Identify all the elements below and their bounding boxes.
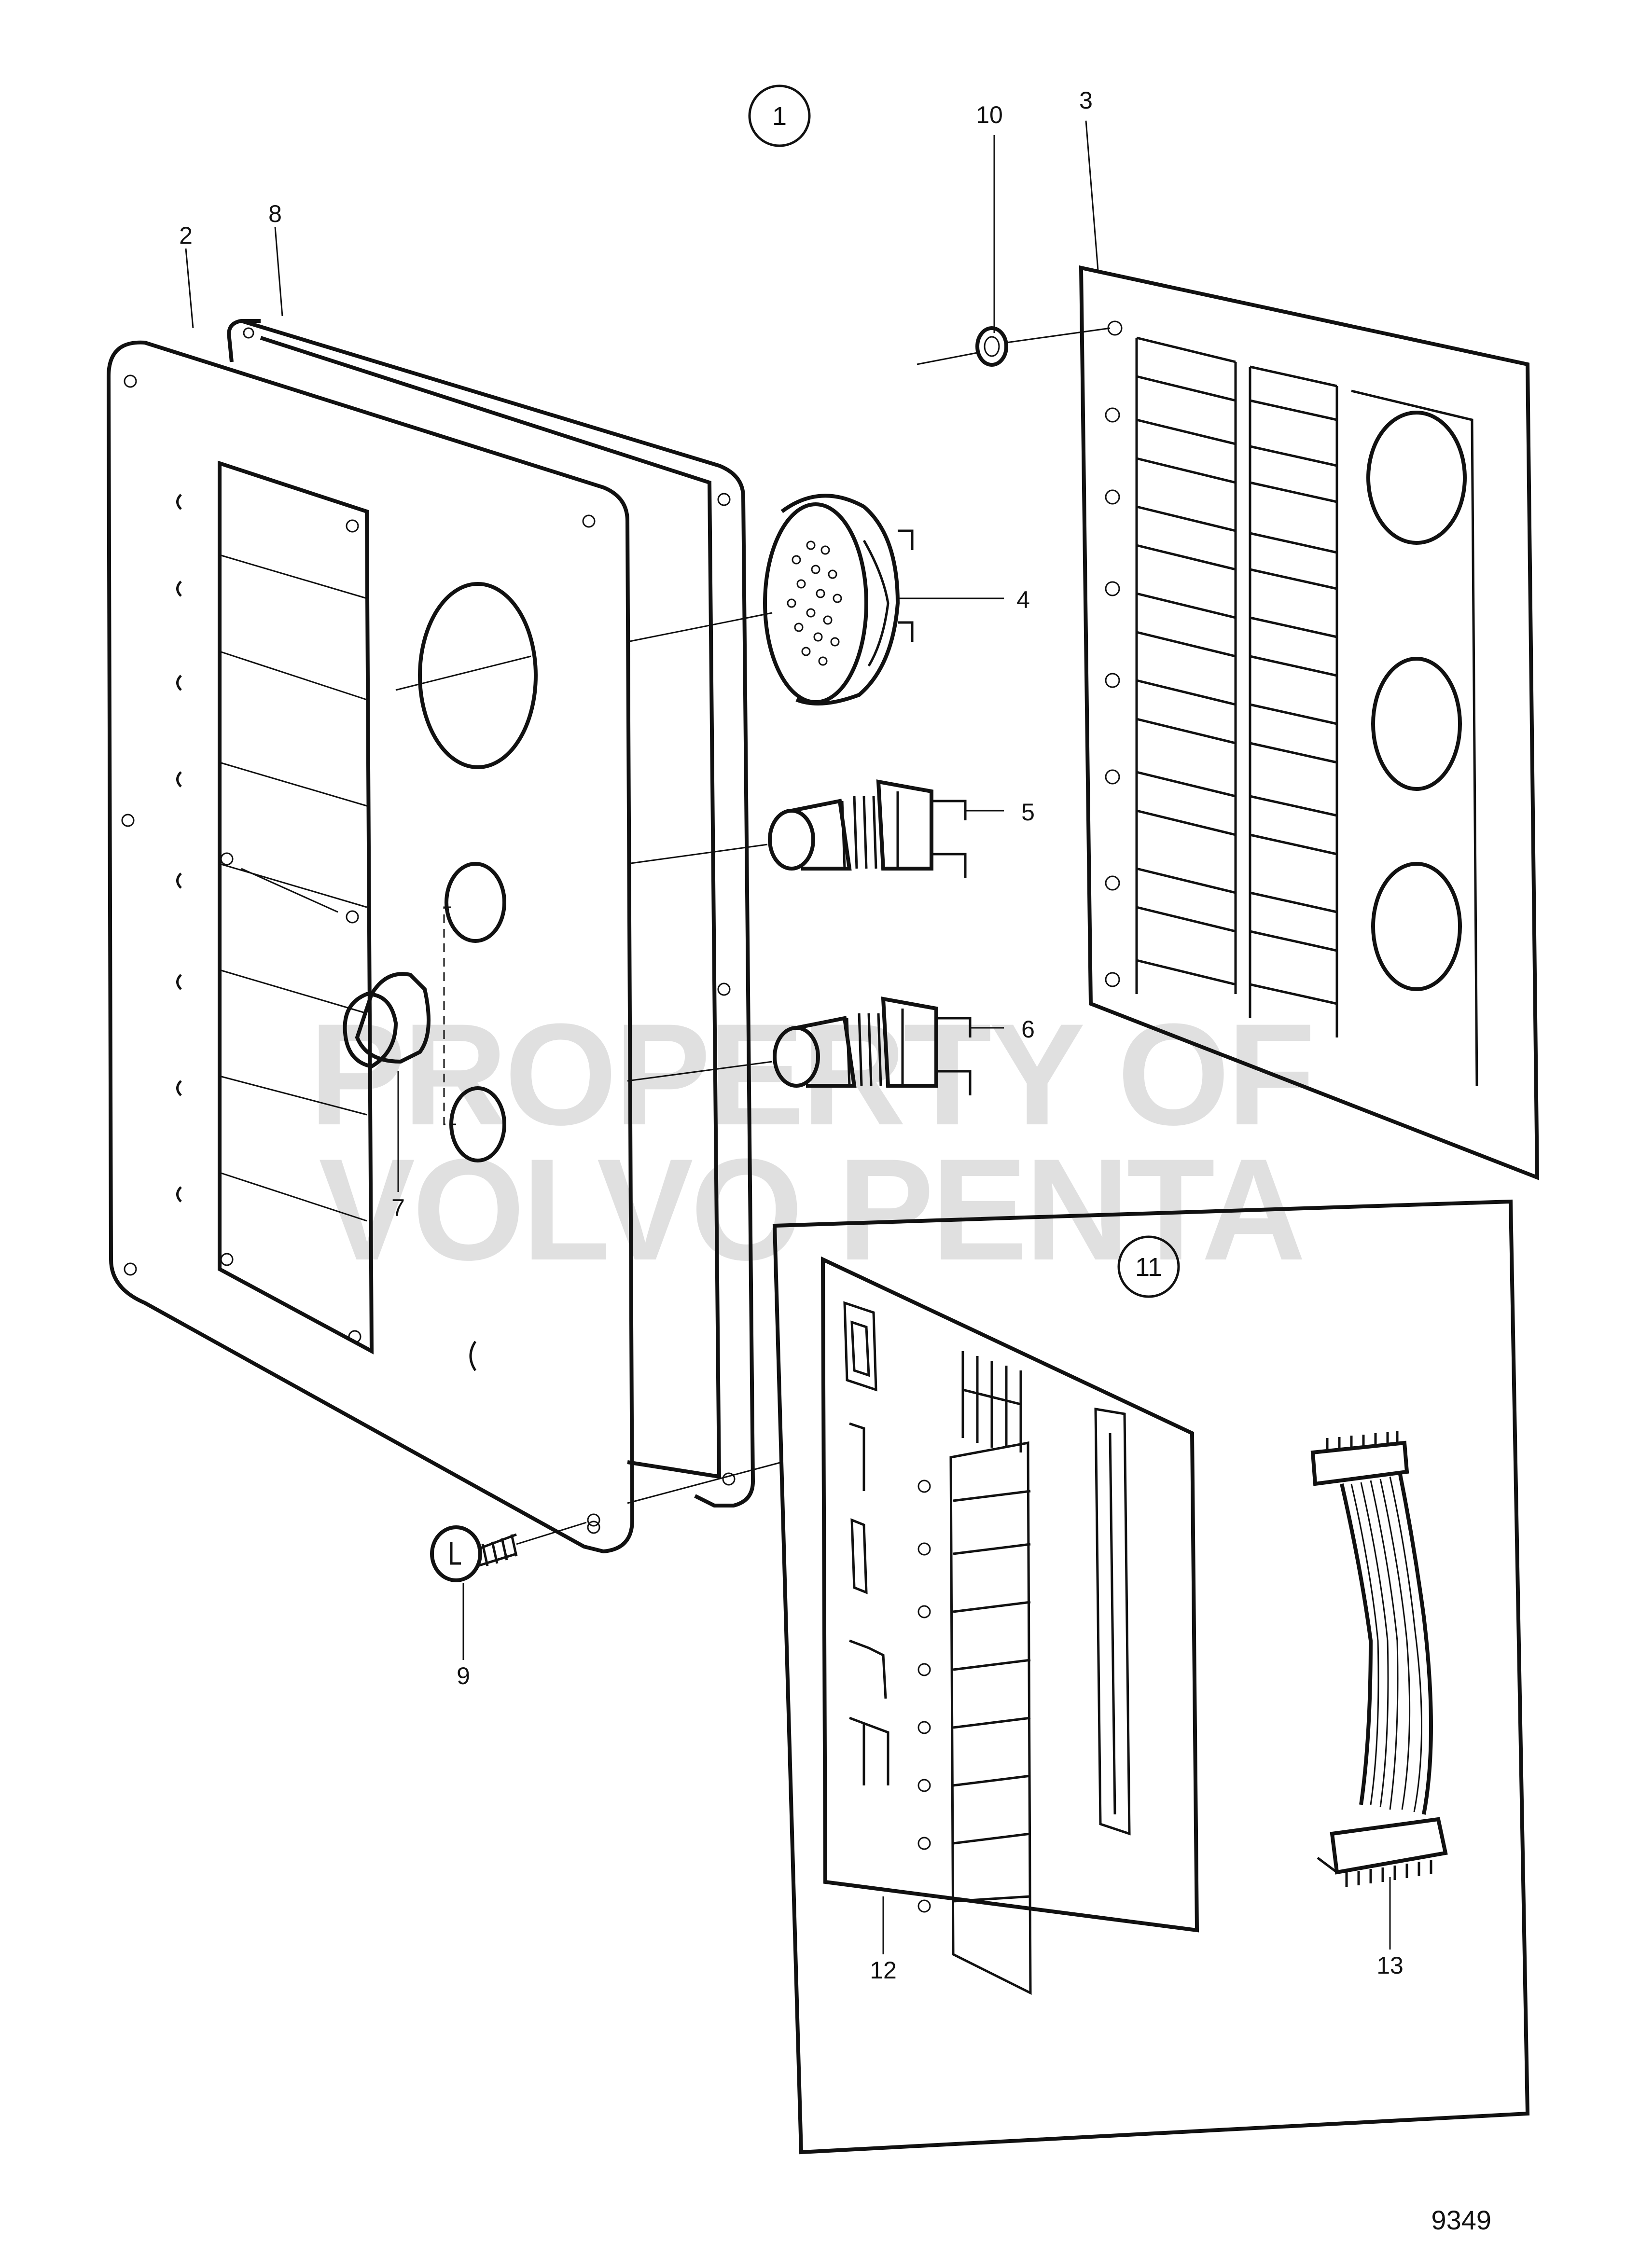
part-12-circuit-board bbox=[820, 1256, 1199, 1995]
callout-11-label: 11 bbox=[1135, 1253, 1162, 1282]
callout-5: 5 bbox=[1021, 799, 1035, 826]
leader-lines bbox=[185, 120, 1391, 1954]
part-6-switch bbox=[627, 996, 1004, 1095]
callout-7: 7 bbox=[391, 1194, 405, 1221]
callout-1: 1 bbox=[748, 84, 811, 147]
part-11-kit-box bbox=[772, 1199, 1530, 2155]
callout-6: 6 bbox=[1021, 1016, 1035, 1043]
callout-8: 8 bbox=[268, 200, 282, 227]
part-8-gasket bbox=[227, 319, 755, 1507]
callout-13: 13 bbox=[1376, 1952, 1404, 1979]
part-13-ribbon-cable bbox=[1310, 1431, 1448, 1887]
callout-12: 12 bbox=[870, 1957, 897, 1984]
part-7-knob bbox=[343, 972, 431, 1069]
callout-9: 9 bbox=[457, 1662, 470, 1689]
callout-2: 2 bbox=[179, 222, 193, 249]
part-3-label-plate bbox=[1079, 265, 1540, 1180]
part-9-screw bbox=[430, 1461, 782, 1582]
part-2-front-panel bbox=[106, 340, 731, 1554]
part-5-switch bbox=[627, 779, 1004, 878]
callout-10: 10 bbox=[976, 101, 1003, 128]
figure-number: 9349 bbox=[1431, 2205, 1491, 2235]
callout-4: 4 bbox=[1016, 586, 1030, 613]
part-10-washer bbox=[917, 326, 1111, 367]
watermark: PROPERTY OF VOLVO PENTA bbox=[309, 993, 1316, 1290]
callout-11: 11 bbox=[1117, 1235, 1180, 1298]
part-4-buzzer bbox=[627, 494, 1004, 705]
watermark-line2: VOLVO PENTA bbox=[319, 1128, 1303, 1290]
callout-1-label: 1 bbox=[772, 102, 787, 131]
callout-3: 3 bbox=[1079, 87, 1093, 114]
